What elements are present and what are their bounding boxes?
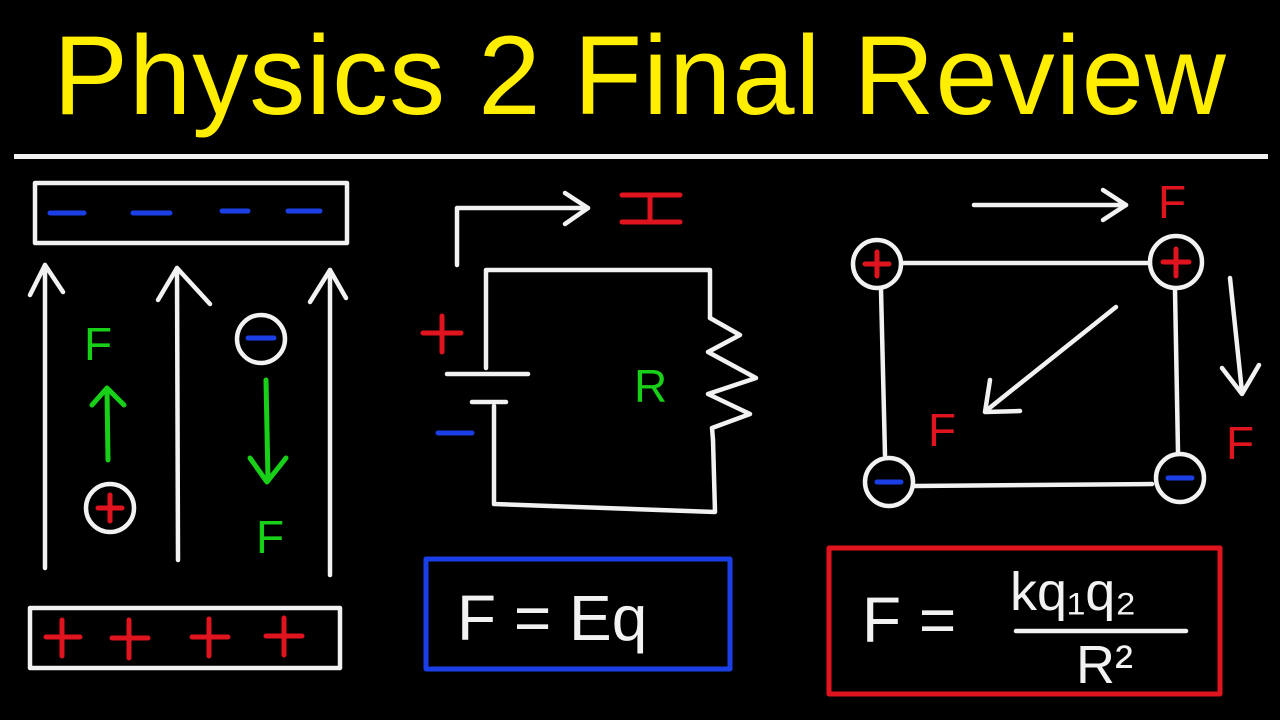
force-arrow-top xyxy=(971,187,1129,223)
force-arrow-up xyxy=(89,385,127,463)
force-label-down: F xyxy=(256,511,284,563)
coulomb-panel: F F F xyxy=(826,176,1262,697)
page-title: Physics 2 Final Review xyxy=(53,13,1227,138)
current-label xyxy=(619,192,683,225)
bottom-plate-positive-signs xyxy=(43,615,305,661)
current-arrow xyxy=(454,190,591,268)
coulomb-formula-denominator: R² xyxy=(1076,635,1133,695)
coulomb-formula-numerator: kq₁q₂ xyxy=(1010,562,1136,622)
positive-charge xyxy=(83,481,137,535)
formula-box-blue xyxy=(423,556,733,672)
negative-charge xyxy=(234,312,288,366)
force-arrow-right xyxy=(1219,275,1262,397)
force-label-top: F xyxy=(1158,176,1186,228)
field-lines xyxy=(27,262,349,578)
formula-electric-force: F = Eq xyxy=(457,582,647,654)
square-edges xyxy=(878,260,1181,489)
bottom-plate xyxy=(27,605,343,671)
force-arrow-down xyxy=(247,377,289,485)
resistor-label: R xyxy=(634,360,667,412)
coulomb-formula-lhs: F = xyxy=(862,584,956,656)
charge-top-right xyxy=(1147,233,1205,291)
formula-box-red xyxy=(826,545,1223,697)
force-arrow-diagonal xyxy=(982,304,1119,415)
charge-bottom-left xyxy=(862,455,916,509)
force-label-up: F xyxy=(84,318,112,370)
resistor-zigzag xyxy=(705,315,759,443)
title-underline xyxy=(14,154,1268,159)
charge-top-left xyxy=(850,237,904,291)
top-plate xyxy=(32,180,350,246)
circuit-wires xyxy=(444,267,718,515)
capacitor-panel: F F xyxy=(27,180,350,671)
top-plate-negative-signs xyxy=(47,208,323,216)
force-label-right: F xyxy=(1226,417,1254,469)
battery-plus xyxy=(420,313,464,355)
force-label-diagonal: F xyxy=(928,404,956,456)
circuit-panel: I R F = Eq xyxy=(420,190,759,672)
charge-bottom-right xyxy=(1153,451,1207,505)
